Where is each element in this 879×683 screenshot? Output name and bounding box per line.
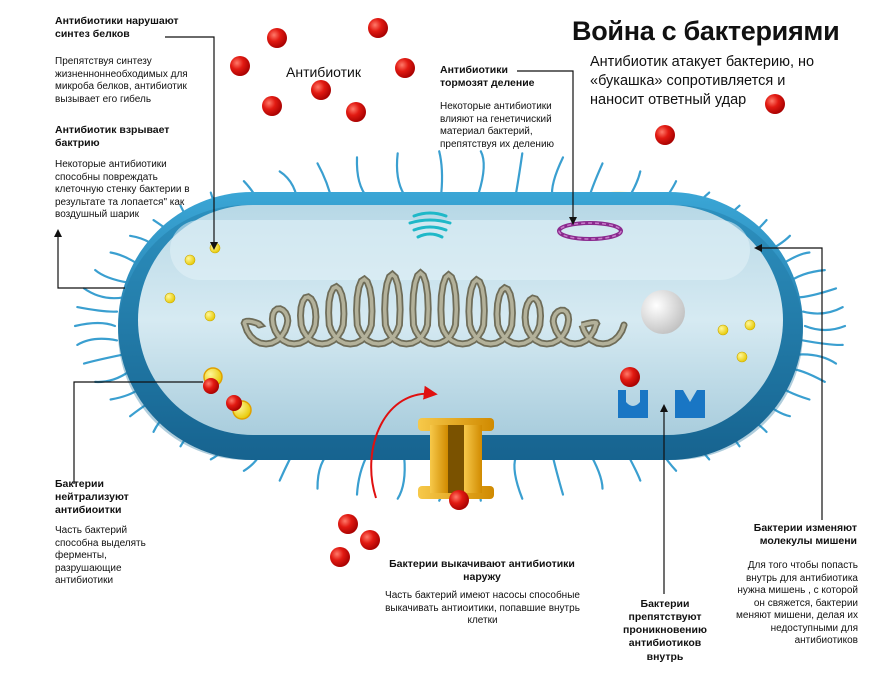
flagellum: [438, 150, 444, 195]
leader-targets: [760, 247, 823, 520]
flagellum: [73, 321, 117, 328]
targets-body: Для того чтобы попасть внутрь для антиби…: [736, 560, 858, 646]
block-heading: Бактерии препятствуют проникновению анти…: [623, 598, 707, 663]
flagellum: [550, 156, 565, 199]
neutralize-body: Часть бактерий способна выделять фермент…: [55, 525, 146, 586]
flagellum: [396, 456, 406, 500]
flagellum: [477, 150, 485, 195]
leader-lines: [57, 36, 823, 594]
antibiotic-molecule: [395, 58, 415, 78]
target-receptors: [618, 390, 705, 418]
flagellum: [82, 287, 125, 300]
yellow-particle: [717, 324, 729, 336]
antibiotic-molecule: [655, 125, 675, 145]
leader-burst: [57, 235, 125, 289]
flagellum: [551, 453, 565, 496]
protein-heading: Антибиотики нарушают синтез белков: [55, 15, 179, 41]
pump-arrow: [370, 385, 438, 499]
vesicle: [641, 290, 685, 334]
antibiotic-molecule: [449, 490, 469, 510]
flagellum: [76, 306, 119, 313]
targets-heading: Бактерии изменяют молекулы мишени: [753, 522, 857, 548]
antibiotic-molecule: [360, 530, 380, 550]
leader-neutralize: [73, 381, 203, 484]
burst-heading: Антибиотик взрывает бактрию: [55, 124, 170, 150]
dna-strand-inner: [242, 270, 626, 346]
flagellum: [801, 306, 844, 315]
flagellum: [76, 337, 119, 346]
burst-body: Некоторые антибиотики способны повреждат…: [55, 159, 190, 220]
antibiotic-molecule: [267, 28, 287, 48]
flagellum: [795, 353, 838, 365]
flagellum: [395, 152, 406, 196]
antibiotic-molecule: [346, 102, 366, 122]
flagellum: [513, 456, 524, 500]
page-subtitle: Антибиотик атакует бактерию, но «букашка…: [590, 54, 815, 108]
flagellum: [82, 353, 125, 365]
leader-arrowheads: [54, 217, 762, 412]
flagellum: [514, 152, 524, 196]
antibiotic-molecule: [368, 18, 388, 38]
plasmid-icon: [557, 221, 623, 241]
yellow-particle: [204, 310, 216, 322]
division-body: Некоторые антибиотики влияют на генетичи…: [440, 101, 555, 150]
antibiotic-molecule: [620, 367, 640, 387]
flagellum: [801, 339, 844, 347]
division-heading: Антибиотики тормозят деление: [440, 64, 535, 90]
yellow-particle: [164, 292, 176, 304]
antibiotic-molecules: [230, 18, 785, 567]
protein-body: Препятствуя синтезу жизненноннеобходимых…: [55, 56, 188, 105]
ribosome-icon: [408, 211, 452, 239]
pump-body: Часть бактерий имеют насосы способные вы…: [385, 590, 580, 626]
antibiotic-label: Антибиотик: [286, 64, 361, 80]
antibiotic-molecule: [765, 94, 785, 114]
leader-protein: [165, 36, 215, 244]
antibiotic-molecule: [338, 514, 358, 534]
neutralize-heading: Бактерии нейтрализуют антибиоитки: [55, 478, 129, 517]
yellow-particle: [184, 254, 196, 266]
antibiotic-molecule: [311, 80, 331, 100]
dna-coil: [240, 268, 628, 348]
antibiotic-molecule: [330, 547, 350, 567]
pump-heading: Бактерии выкачивают антибиотики наружу: [389, 558, 575, 584]
flagellum: [355, 453, 369, 496]
leader-division: [517, 70, 574, 219]
cytoplasm-highlight: [170, 220, 750, 280]
flagellum: [803, 324, 847, 332]
antibiotic-molecule: [262, 96, 282, 116]
yellow-particle: [744, 319, 756, 331]
flagellum: [795, 287, 838, 299]
enzyme-complex: [203, 367, 252, 420]
flagellum: [355, 156, 369, 199]
antibiotic-molecule: [230, 56, 250, 76]
yellow-particle: [736, 351, 748, 363]
page-title: Война с бактериями: [572, 16, 840, 46]
